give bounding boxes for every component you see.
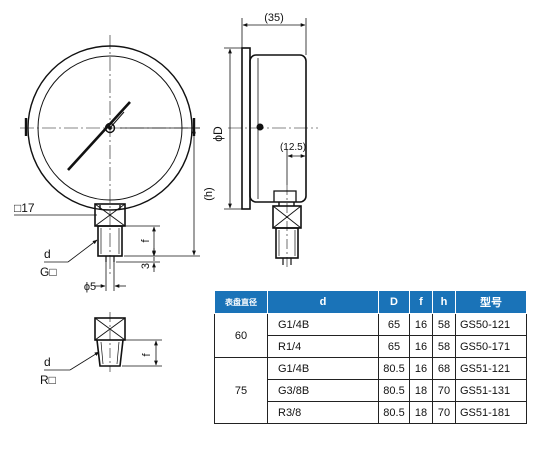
cell-D: 65 — [378, 313, 410, 336]
cell-D: 80.5 — [378, 379, 410, 402]
detail-hex-cross-b — [94, 317, 126, 341]
cell-f: 16 — [409, 313, 433, 336]
header-f: f — [409, 290, 433, 314]
bore-label: ϕ5 — [84, 281, 96, 293]
gauge-needle-tail — [109, 111, 125, 129]
cell-d: R3/8 — [267, 401, 379, 424]
front-hex-cross-b — [94, 203, 126, 227]
cell-model: GS51-121 — [455, 357, 527, 380]
g-thread-label: G□ — [40, 265, 57, 279]
detail-d-leader-arrow — [69, 351, 100, 371]
side-center-dot — [256, 123, 264, 131]
cell-d: G3/8B — [267, 379, 379, 402]
hex-size-label: □17 — [14, 201, 35, 215]
front-thread-shank — [97, 225, 123, 257]
d-label-top: d — [44, 247, 51, 261]
header-D: D — [378, 290, 410, 314]
diameter-label: ϕD — [211, 126, 225, 142]
table-row: 60 G1/4B 65 16 58 GS50-121 — [214, 313, 527, 358]
cell-size: 60 — [214, 313, 268, 358]
cell-d: R1/4 — [267, 335, 379, 358]
cell-h: 58 — [432, 335, 456, 358]
cell-D: 80.5 — [378, 357, 410, 380]
offset-label: (12.5) — [280, 142, 306, 153]
cell-f: 18 — [409, 401, 433, 424]
header-model: 型号 — [455, 290, 527, 314]
side-bezel — [241, 47, 251, 210]
height-label: (h) — [203, 187, 215, 200]
cell-model: GS50-171 — [455, 335, 527, 358]
side-outlet-bracket — [273, 190, 297, 202]
thread-length-label: f — [140, 239, 152, 243]
gauge-needle — [67, 101, 131, 171]
cell-h: 68 — [432, 357, 456, 380]
depth-label: (35) — [264, 12, 284, 24]
cell-h: 58 — [432, 313, 456, 336]
cell-size: 75 — [214, 357, 268, 424]
d-label-bottom: d — [44, 355, 51, 369]
side-case — [249, 54, 307, 203]
cell-f: 16 — [409, 357, 433, 380]
table-header-row: 表盘直径 d D f h 型号 — [214, 290, 527, 314]
side-dimensions — [224, 18, 307, 210]
cell-d: G1/4B — [267, 357, 379, 380]
d-leader-top-arrow — [67, 239, 98, 263]
detail-taper-inner-right — [116, 341, 120, 365]
r-thread-detail — [94, 312, 126, 372]
cell-h: 70 — [432, 379, 456, 402]
spec-table: 表盘直径 d D f h 型号 60 G1/4B 65 16 58 GS50-1… — [214, 290, 527, 424]
table-row: G3/8B 80.5 18 70 GS51-131 — [215, 379, 527, 402]
detail-taper-inner-left — [100, 341, 104, 365]
cell-D: 80.5 — [378, 401, 410, 424]
cell-D: 65 — [378, 335, 410, 358]
cell-f: 16 — [409, 335, 433, 358]
cell-d: G1/4B — [267, 313, 379, 336]
table-row: R3/8 80.5 18 70 GS51-181 — [215, 401, 527, 424]
cell-model: GS51-181 — [455, 401, 527, 424]
cell-f: 18 — [409, 379, 433, 402]
header-h: h — [432, 290, 456, 314]
header-d: d — [267, 290, 379, 314]
detail-dimensions — [44, 339, 162, 371]
side-view — [228, 47, 318, 270]
r-thread-label: R□ — [40, 373, 56, 387]
detail-f-label: f — [141, 353, 153, 357]
cell-h: 70 — [432, 401, 456, 424]
front-dimensions — [14, 127, 200, 291]
three-label: 3 — [140, 263, 152, 269]
front-view — [20, 35, 200, 274]
header-dial-size: 表盘直径 — [214, 290, 268, 314]
cell-model: GS50-121 — [455, 313, 527, 336]
table-row: 75 G1/4B 80.5 16 68 GS51-121 — [214, 357, 527, 424]
cell-model: GS51-131 — [455, 379, 527, 402]
